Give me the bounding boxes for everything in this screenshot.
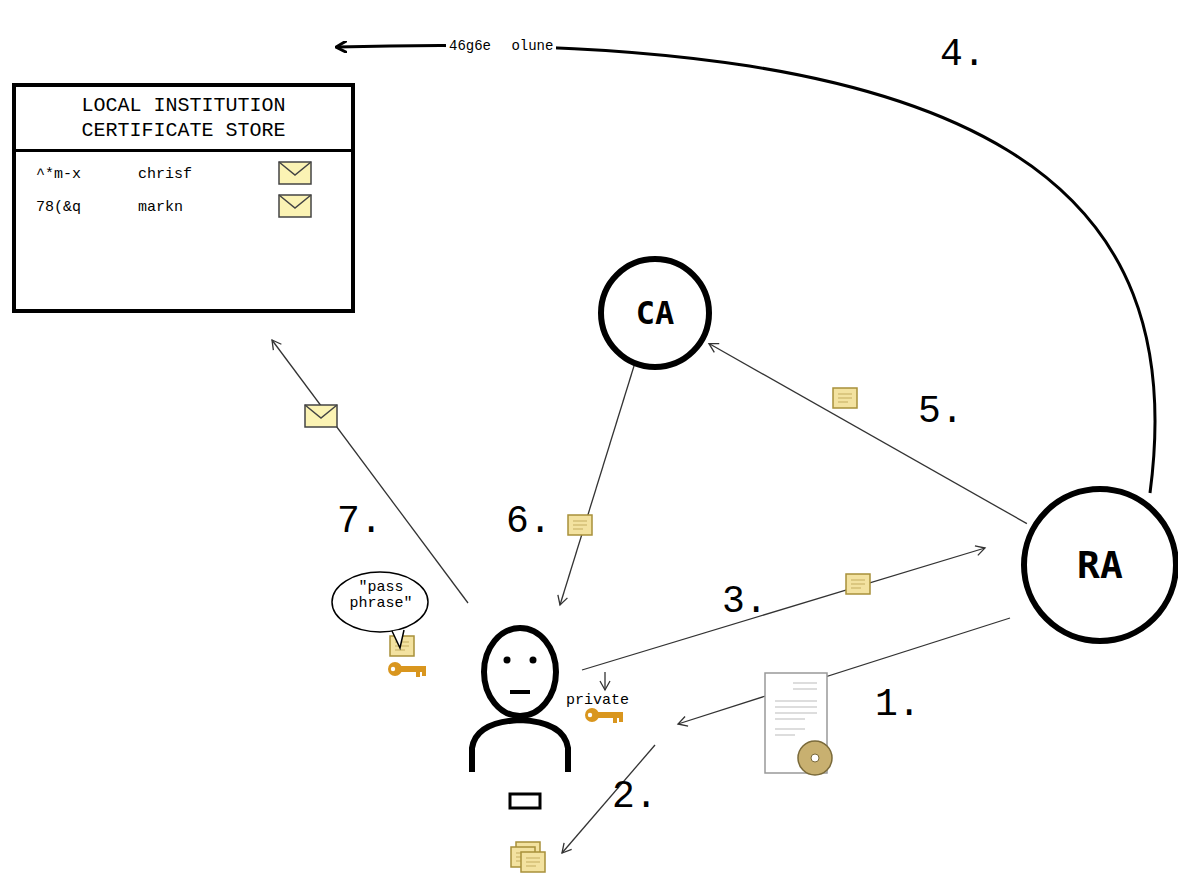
table-cell: 78(&q (36, 199, 81, 216)
callout-number: 4. (940, 33, 986, 76)
callout-number: 7. (337, 500, 383, 543)
callout-number: 5. (918, 390, 964, 433)
circle-label: RA (1077, 543, 1123, 587)
edge-label: 46g6e olune (446, 38, 556, 54)
authority-circle: RA (1020, 485, 1178, 645)
authority-circle: CA (597, 255, 713, 371)
connector (337, 45, 1155, 493)
store-heading: LOCAL INSTITUTION CERTIFICATE STORE (16, 87, 351, 152)
callout-number: 1. (875, 683, 921, 726)
circle-label: CA (636, 294, 675, 332)
callout-number: 6. (506, 500, 552, 543)
table-cell: markn (138, 199, 183, 216)
certificate-store: LOCAL INSTITUTION CERTIFICATE STORE ^*m-x… (12, 83, 355, 313)
speech-text: "pass phrase" (342, 580, 420, 612)
callout-number: 2. (612, 775, 658, 818)
connector (709, 344, 1027, 524)
key-label: private (566, 692, 629, 709)
callout-number: 3. (722, 580, 768, 623)
table-cell: ^*m-x (36, 166, 81, 183)
table-cell: chrisf (138, 166, 192, 183)
